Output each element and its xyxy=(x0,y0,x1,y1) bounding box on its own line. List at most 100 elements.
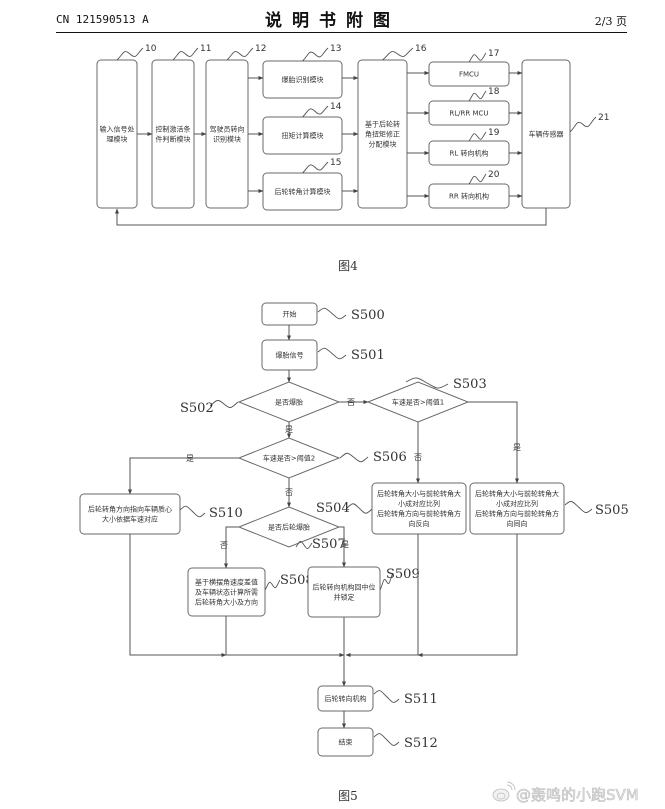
box-label: 基于横摆角速度差值 xyxy=(195,578,258,587)
step-ref-S507: S507 xyxy=(312,537,346,552)
leader-line xyxy=(172,47,199,61)
leader-line xyxy=(405,377,449,389)
box-label: 输入信号处 xyxy=(100,125,135,134)
leader-line xyxy=(302,105,329,118)
box-label: 爆胎信号 xyxy=(276,351,304,360)
box-label: 后轮转角大小及方向 xyxy=(195,598,258,607)
box-label: 后轮转角大小与前轮转角大 xyxy=(377,489,461,498)
leader-line xyxy=(317,347,347,360)
leader-line xyxy=(468,131,487,142)
branch-no-label: 否 xyxy=(414,453,422,462)
box-label: RR 转向机构 xyxy=(449,192,489,201)
decision-diamond xyxy=(237,437,341,479)
box-label: 分配模块 xyxy=(369,140,397,149)
leader-line xyxy=(373,733,400,746)
leader-line xyxy=(379,572,394,591)
branch-no-label: 否 xyxy=(347,398,355,407)
module-15: 后轮转角计算模块 15 xyxy=(262,158,343,211)
reference-number: 11 xyxy=(200,44,211,54)
box-label: 基于后轮转 xyxy=(365,120,400,129)
process-box xyxy=(307,566,381,618)
step-ref-S501: S501 xyxy=(351,348,385,363)
module-box xyxy=(96,59,138,209)
box-label: 结束 xyxy=(339,738,353,747)
watermark: @轰鸣的小跑SVM xyxy=(492,781,639,804)
box-label: 后轮转角方向与前轮转角方 xyxy=(475,509,559,518)
leader-line xyxy=(382,47,414,61)
box-label: 开始 xyxy=(283,310,297,319)
box-label: 扭矩计算模块 xyxy=(282,131,324,140)
branch-yes-label: 是 xyxy=(513,443,521,452)
box-label: 后轮转向机构回中位 xyxy=(313,583,376,592)
box-label: 车速是否>阈值2 xyxy=(263,454,315,463)
leader-line xyxy=(302,47,329,62)
reference-number: 14 xyxy=(330,102,342,112)
step-ref-S512: S512 xyxy=(404,736,438,751)
box-label: 理模块 xyxy=(107,135,128,144)
branch-no-label: 否 xyxy=(220,541,228,550)
leader-line xyxy=(468,52,487,63)
step-ref-S500: S500 xyxy=(351,308,385,323)
connector-line xyxy=(339,526,346,568)
leader-line xyxy=(317,307,347,320)
box-label: 车辆传感器 xyxy=(529,130,564,139)
box-label: 并锁定 xyxy=(334,593,355,602)
connector-line xyxy=(129,534,227,657)
reference-number: 13 xyxy=(330,44,341,54)
page-number: 2/3 页 xyxy=(594,15,627,28)
step-ref-S509: S509 xyxy=(386,567,420,582)
module-20: RR 转向机构 20 xyxy=(428,170,510,209)
leader-line xyxy=(569,116,597,133)
leader-line xyxy=(209,399,239,409)
box-label: 是否爆胎 xyxy=(275,398,303,407)
connector-line xyxy=(224,526,239,569)
branch-yes-label: 是 xyxy=(341,540,349,549)
leader-line xyxy=(295,540,313,550)
leader-line xyxy=(116,47,144,61)
box-label: 后轮转角方向指向车辆质心 xyxy=(88,505,172,514)
box-label: 小成对应比列 xyxy=(496,499,538,508)
step-ref-S505: S505 xyxy=(595,503,629,518)
page-title: 说明书附图 xyxy=(265,11,400,31)
step-S511: 后轮转向机构 xyxy=(317,685,374,712)
step-ref-S506: S506 xyxy=(373,450,407,465)
step-ref-S511: S511 xyxy=(404,692,438,707)
leader-line xyxy=(346,503,373,514)
step-S501: 爆胎信号 xyxy=(261,339,318,371)
box-label: 小成对应比列 xyxy=(398,499,440,508)
box-label: 是否后轮爆胎 xyxy=(268,523,310,532)
box-label: 后轮转角计算模块 xyxy=(275,187,331,196)
box-label: 控制激活条 xyxy=(156,125,191,134)
connector-line xyxy=(468,401,519,484)
box-label: 向同向 xyxy=(507,519,528,528)
reference-number: 12 xyxy=(255,44,266,54)
box-label: 车速是否>阈值1 xyxy=(392,398,444,407)
patent-number: CN 121590513 A xyxy=(56,13,149,26)
connector-line xyxy=(225,616,345,657)
leader-line xyxy=(373,690,400,703)
box-label: FMCU xyxy=(459,71,479,79)
watermark-text: @轰鸣的小跑SVM xyxy=(516,786,639,804)
reference-number: 20 xyxy=(488,170,500,180)
box-label: 驾驶员转向 xyxy=(210,125,245,134)
reference-number: 15 xyxy=(330,158,341,168)
step-ref-S504: S504 xyxy=(316,501,350,516)
leader-line xyxy=(179,505,206,518)
figure-4-block-diagram: 输入信号处理模块10控制激活条件判断模块11驾驶员转向识别模块12爆胎识别模块1… xyxy=(96,44,609,226)
process-box xyxy=(79,493,181,535)
weibo-icon xyxy=(492,781,516,802)
box-label: 向反向 xyxy=(409,519,430,528)
leader-line xyxy=(302,161,329,174)
